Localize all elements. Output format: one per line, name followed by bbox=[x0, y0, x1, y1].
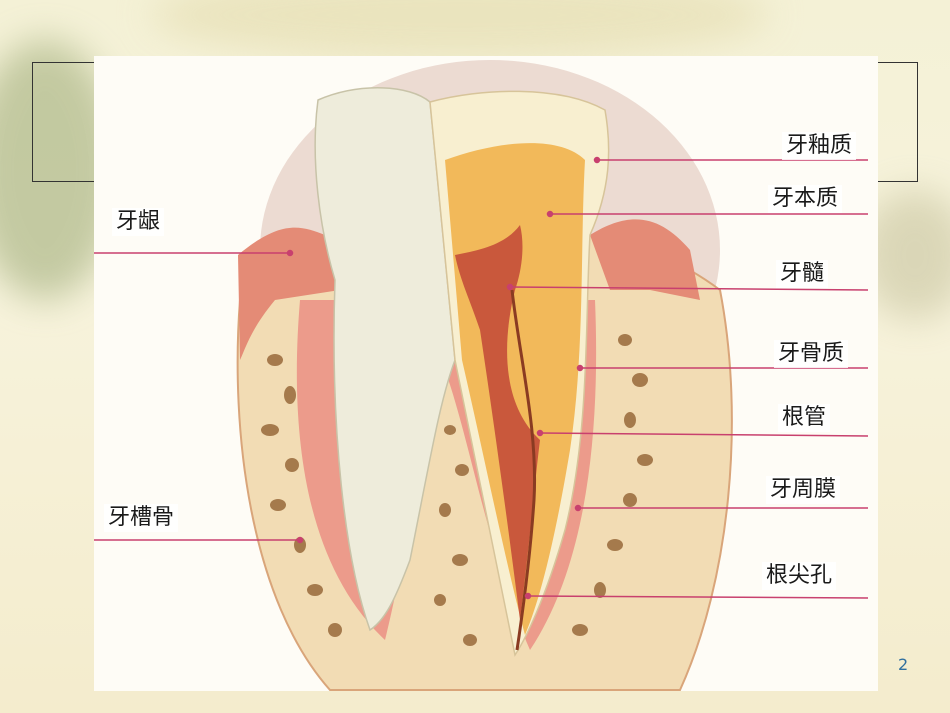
label-dentin: 牙本质 bbox=[768, 185, 843, 213]
label-pulp: 牙髓 bbox=[776, 260, 829, 288]
label-enamel: 牙釉质 bbox=[782, 132, 857, 160]
bone-pores bbox=[261, 334, 653, 646]
gingiva-shape-right bbox=[590, 219, 700, 300]
leader-root-canal bbox=[539, 432, 869, 437]
label-periodontal-membrane: 牙周膜 bbox=[766, 476, 841, 504]
label-apical-foramen: 根尖孔 bbox=[762, 562, 837, 590]
leader-apical bbox=[527, 595, 869, 599]
label-gingiva: 牙龈 bbox=[112, 208, 165, 236]
leader-pulp bbox=[509, 286, 869, 291]
root-canal-line bbox=[510, 289, 537, 651]
pulp-shape bbox=[455, 225, 540, 620]
label-cementum: 牙骨质 bbox=[774, 340, 849, 368]
gingiva-shape bbox=[238, 227, 340, 360]
label-root-canal: 根管 bbox=[778, 404, 831, 432]
label-alveolar-bone: 牙槽骨 bbox=[104, 504, 179, 532]
leader-lines bbox=[94, 156, 869, 600]
page-number: 2 bbox=[898, 655, 909, 674]
